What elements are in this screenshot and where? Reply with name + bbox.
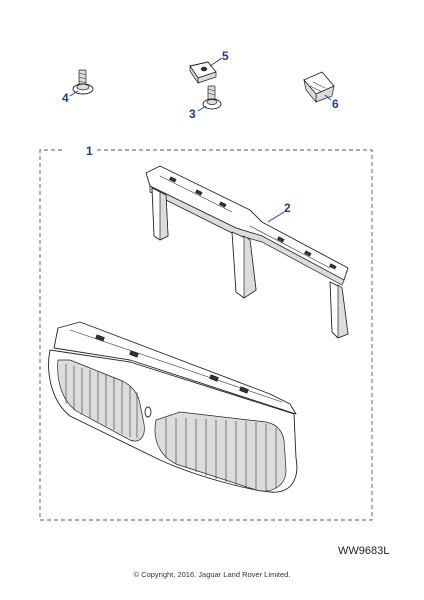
badge-icon [144,406,152,418]
leader-2 [267,211,285,223]
copyright-notice: © Copyright, 2016. Jaguar Land Rover Lim… [133,570,291,579]
callout-4[interactable]: 4 [62,91,69,105]
part-2-grille-bracket[interactable] [145,165,349,339]
leader-6 [324,94,332,101]
grille-vanes-right [165,418,277,490]
part-6-clip[interactable] [303,71,335,103]
leader-5 [209,57,223,67]
part-5-clip-nut[interactable] [189,61,217,85]
leader-4 [69,90,79,97]
part-4-bolt[interactable] [72,69,94,95]
callout-6[interactable]: 6 [332,97,339,111]
callout-3[interactable]: 3 [189,107,196,121]
callout-1[interactable]: 1 [86,144,93,158]
callout-2[interactable]: 2 [284,201,291,215]
grille-vanes-left [65,364,138,438]
leader-3 [197,105,207,112]
grille-assembly[interactable] [48,321,298,493]
callout-5[interactable]: 5 [222,49,229,63]
diagram-reference: WW9683L [338,545,390,557]
part-3-bolt[interactable] [202,85,222,110]
